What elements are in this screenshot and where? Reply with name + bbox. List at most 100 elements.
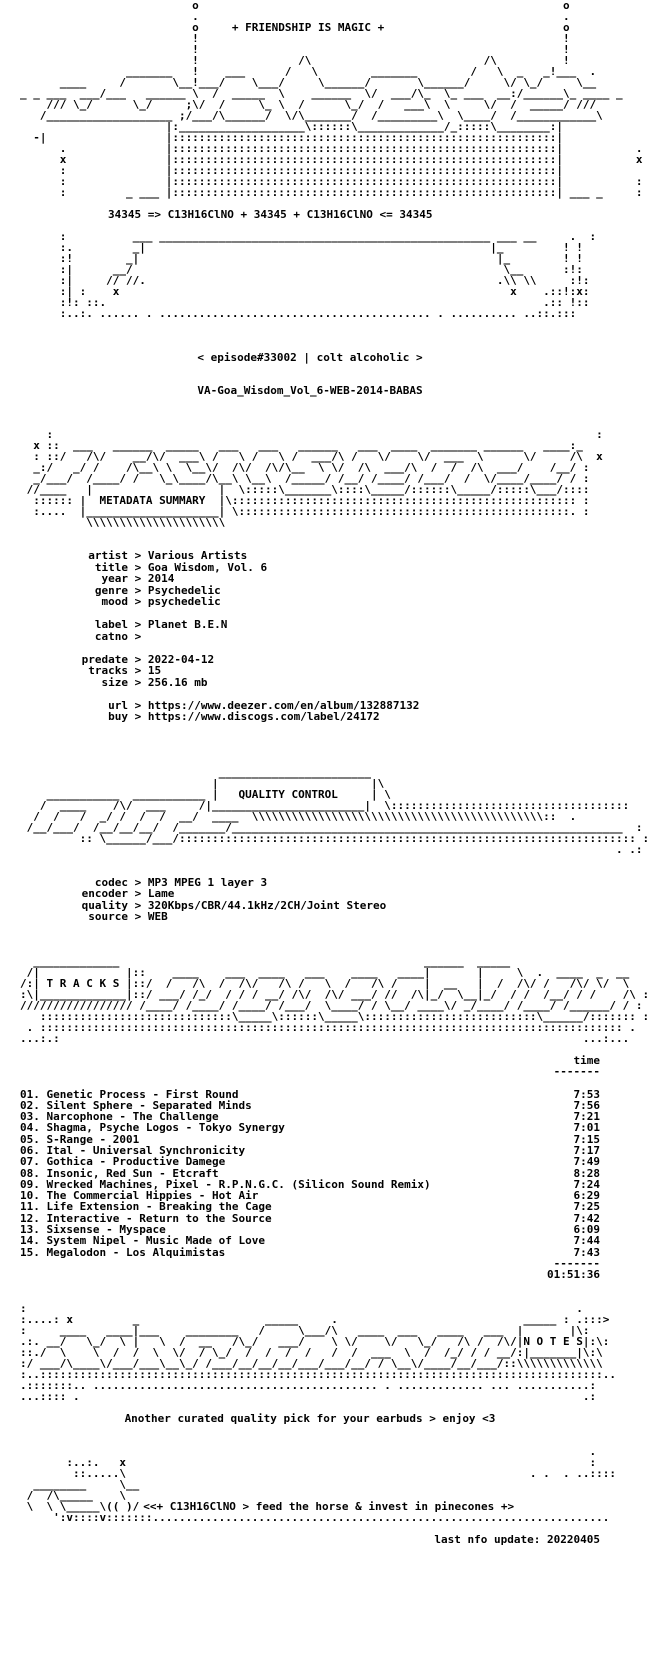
- field-row-tracks: tracks > 15: [20, 665, 640, 677]
- field-value: 2022-04-12: [147, 652, 215, 666]
- track-title: 10. The Commercial Hippies - Hot Air: [20, 1189, 259, 1203]
- field-key: size: [101, 675, 129, 689]
- field-value: Planet B.E.N: [147, 618, 228, 631]
- notes-text: Another curated quality pick for your ea…: [124, 1411, 496, 1425]
- field-row-buy: buy > https://www.discogs.com/label/2417…: [20, 711, 640, 723]
- field-row-predate: predate > 2022-04-12: [20, 652, 640, 666]
- track-time: 6:09: [573, 1223, 601, 1237]
- track-time: 7:53: [573, 1087, 601, 1101]
- track-title: 15. Megalodon - Los Alquimistas: [20, 1245, 226, 1259]
- track-title: 07. Gothica - Productive Damege: [20, 1155, 226, 1169]
- field-separator: >: [128, 572, 148, 585]
- banner-top-art: o o . . o + FRIENDSHIP IS MAGIC +: [59, 0, 597, 89]
- field-key: source: [88, 910, 128, 923]
- footer-art-top: . :..:. x : ::.....\ . . . ..::::: [66, 1444, 617, 1480]
- field-value: Goa Wisdom, Vol. 6: [147, 560, 268, 574]
- release-name: VA-Goa_Wisdom_Vol_6-WEB-2014-BABAS: [197, 384, 423, 397]
- field-separator: >: [128, 875, 148, 889]
- field-separator: >: [128, 675, 148, 689]
- track-time: 7:56: [573, 1098, 601, 1112]
- track-row: 04. Shagma, Psyche Logos - Tokyo Synergy…: [20, 1121, 601, 1135]
- track-time: 7:25: [573, 1200, 601, 1214]
- field-value: WEB: [147, 910, 168, 923]
- last-update: last nfo update: 20220405: [434, 1532, 600, 1546]
- track-time: 7:15: [573, 1132, 601, 1146]
- field-row-genre: genre > Psychedelic: [20, 583, 640, 597]
- tracklist: time ------- 01. Genetic Process - First…: [20, 1053, 601, 1282]
- field-key: catno: [94, 629, 128, 643]
- metadata-summary-art: : : x :: ___ ______ _____ ___ ___ ______…: [26, 428, 603, 529]
- field-separator: >: [128, 898, 148, 912]
- field-key: url: [108, 698, 128, 712]
- banner-bottom-art: : ___ __________________________________…: [59, 230, 597, 320]
- field-key: genre: [94, 583, 128, 597]
- field-row-catno: catno >: [20, 629, 640, 643]
- field-row-source: source > WEB: [20, 911, 640, 923]
- field-key: artist: [88, 549, 128, 562]
- total-time: 01:51:36: [547, 1268, 600, 1282]
- track-row: 15. Megalodon - Los Alquimistas 7:43: [20, 1245, 601, 1259]
- field-row-artist: artist > Various Artists: [20, 550, 640, 562]
- track-time: 8:28: [573, 1166, 601, 1180]
- track-time: 7:42: [573, 1211, 601, 1225]
- field-row-url: url > https://www.deezer.com/en/album/13…: [20, 698, 640, 712]
- track-row: 11. Life Extension - Breaking the Cage 7:…: [20, 1200, 601, 1214]
- field-key: tracks: [88, 664, 128, 677]
- track-time: 7:21: [573, 1110, 601, 1124]
- track-time: 7:01: [573, 1121, 601, 1135]
- footer-motto: <<+ C13H16ClNO > feed the horse & invest…: [143, 1499, 515, 1513]
- quality-control-art: _______________________ | |\ ___________…: [26, 765, 648, 856]
- field-separator: >: [128, 652, 148, 666]
- track-title: 11. Life Extension - Breaking the Cage: [20, 1200, 272, 1214]
- field-row-codec: codec > MP3 MPEG 1 layer 3: [20, 875, 640, 889]
- field-row-encoder: encoder > Lame: [20, 888, 640, 900]
- field-separator: >: [128, 629, 148, 643]
- field-key: encoder: [81, 887, 128, 900]
- field-key: mood: [101, 595, 129, 608]
- field-row-mood: mood > psychedelic: [20, 596, 640, 608]
- track-time: 7:43: [573, 1245, 601, 1259]
- nfo-document: o o . . o + FRIENDSHIP IS MAGIC +: [20, 0, 648, 1546]
- formula-line: 34345 => C13H16ClNO + 34345 + C13H16ClNO…: [108, 208, 433, 221]
- field-key: label: [94, 618, 128, 631]
- time-header-rule: -------: [553, 1065, 600, 1078]
- footer-art-mid: ________ \__ / /\_____ \ \ \ \_____\(( )…: [26, 1477, 140, 1513]
- banner-box-art: -| |::::::::::::::::::::::::::::::::::::…: [33, 131, 643, 199]
- field-separator: >: [128, 698, 148, 712]
- track-time: 7:17: [573, 1143, 601, 1157]
- field-separator: >: [128, 910, 148, 923]
- total-rule: -------: [553, 1256, 600, 1270]
- time-header: time: [573, 1053, 601, 1067]
- field-value: Various Artists: [147, 549, 248, 562]
- field-row-label: label > Planet B.E.N: [20, 619, 640, 631]
- notes-art: : . :....: x _ _____ . _____ : .:::> : _…: [20, 1301, 617, 1403]
- field-value: 320Kbps/CBR/44.1kHz/2CH/Joint Stereo: [147, 898, 387, 912]
- track-title: 06. Ital - Universal Synchronicity: [20, 1143, 246, 1157]
- track-title: 08. Insonic, Red Sun - Etcraft: [20, 1166, 219, 1180]
- field-value: Psychedelic: [147, 583, 221, 597]
- field-key: predate: [81, 652, 128, 666]
- episode-line: < episode#33002 | colt alcoholic >: [197, 351, 423, 364]
- track-row: 08. Insonic, Red Sun - Etcraft 8:28: [20, 1166, 601, 1180]
- field-value: psychedelic: [147, 595, 221, 608]
- track-title: 12. Interactive - Return to the Source: [20, 1211, 272, 1225]
- field-value[interactable]: https://www.discogs.com/label/24172: [147, 710, 380, 723]
- field-key: buy: [108, 710, 128, 723]
- track-title: 09. Wrecked Machines, Pixel - R.P.N.G.C.…: [20, 1177, 431, 1191]
- field-separator: >: [128, 710, 148, 723]
- field-row-year: year > 2014: [20, 573, 640, 585]
- field-value: Lame: [147, 887, 175, 900]
- field-value[interactable]: https://www.deezer.com/en/album/13288713…: [147, 698, 420, 712]
- field-value: 256.16 mb: [147, 675, 208, 689]
- track-row: 09. Wrecked Machines, Pixel - R.P.N.G.C.…: [20, 1177, 600, 1191]
- track-row: 12. Interactive - Return to the Source 7:…: [20, 1211, 601, 1225]
- footer: . :..:. x : ::.....\ . . . ..:::: ______: [20, 1446, 640, 1546]
